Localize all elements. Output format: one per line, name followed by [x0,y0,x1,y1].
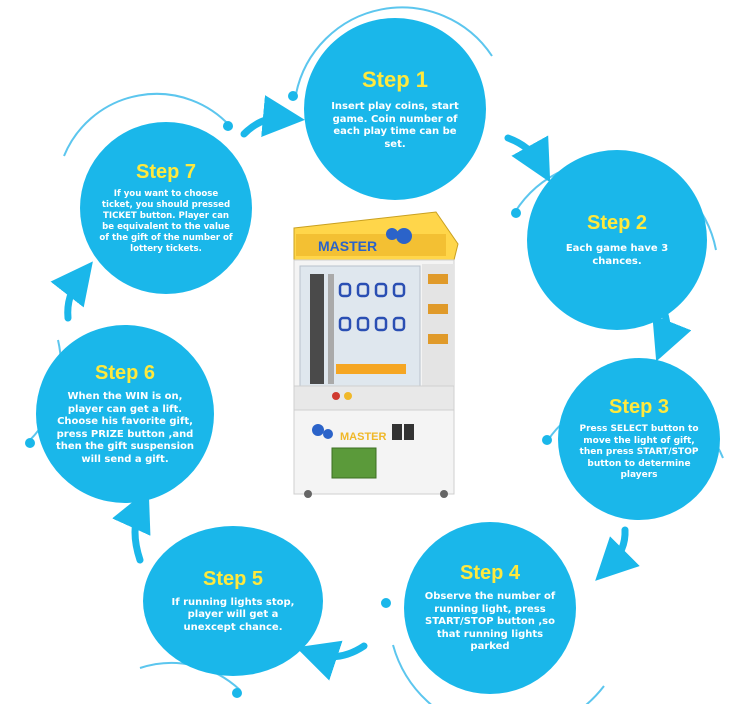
step-3-text: Press SELECT button to move the light of… [579,424,699,481]
step-7-circle: Step 7 If you want to choose ticket, you… [80,122,252,294]
step-4-title: Step 4 [459,562,521,585]
step-6-text: When the WIN is on, player can get a lif… [55,391,195,465]
step-5-text: If running lights stop, player will get … [171,596,295,633]
step-5-circle: Step 5 If running lights stop, player wi… [143,526,323,676]
step-1-title: Step 1 [361,67,429,92]
step-5-title: Step 5 [202,567,264,590]
step-3-title: Step 3 [608,396,670,419]
arcade-machine-illustration: MASTER MASTER [293,211,459,498]
step-1-text: Insert play coins, start game. Coin numb… [331,101,459,150]
ring-dots [25,91,552,698]
flow-arrows [50,95,692,681]
step-6-circle: Step 6 When the WIN is on, player can ge… [36,325,214,503]
step-2-title: Step 2 [586,212,648,234]
svg-text:MASTER: MASTER [340,431,387,443]
step-7-title: Step 7 [135,161,197,183]
svg-text:MASTER: MASTER [318,238,377,254]
step-4-text: Observe the number of running light, pre… [424,591,556,653]
step-2-text: Each game have 3 chances. [565,243,669,267]
step-1-circle: Step 1 Insert play coins, start game. Co… [304,18,486,200]
step-4-circle: Step 4 Observe the number of running lig… [404,522,576,694]
step-3-circle: Step 3 Press SELECT button to move the l… [558,358,720,520]
step-6-title: Step 6 [94,362,156,384]
step-7-text: If you want to choose ticket, you should… [99,189,233,254]
step-2-circle: Step 2 Each game have 3 chances. [527,150,707,330]
